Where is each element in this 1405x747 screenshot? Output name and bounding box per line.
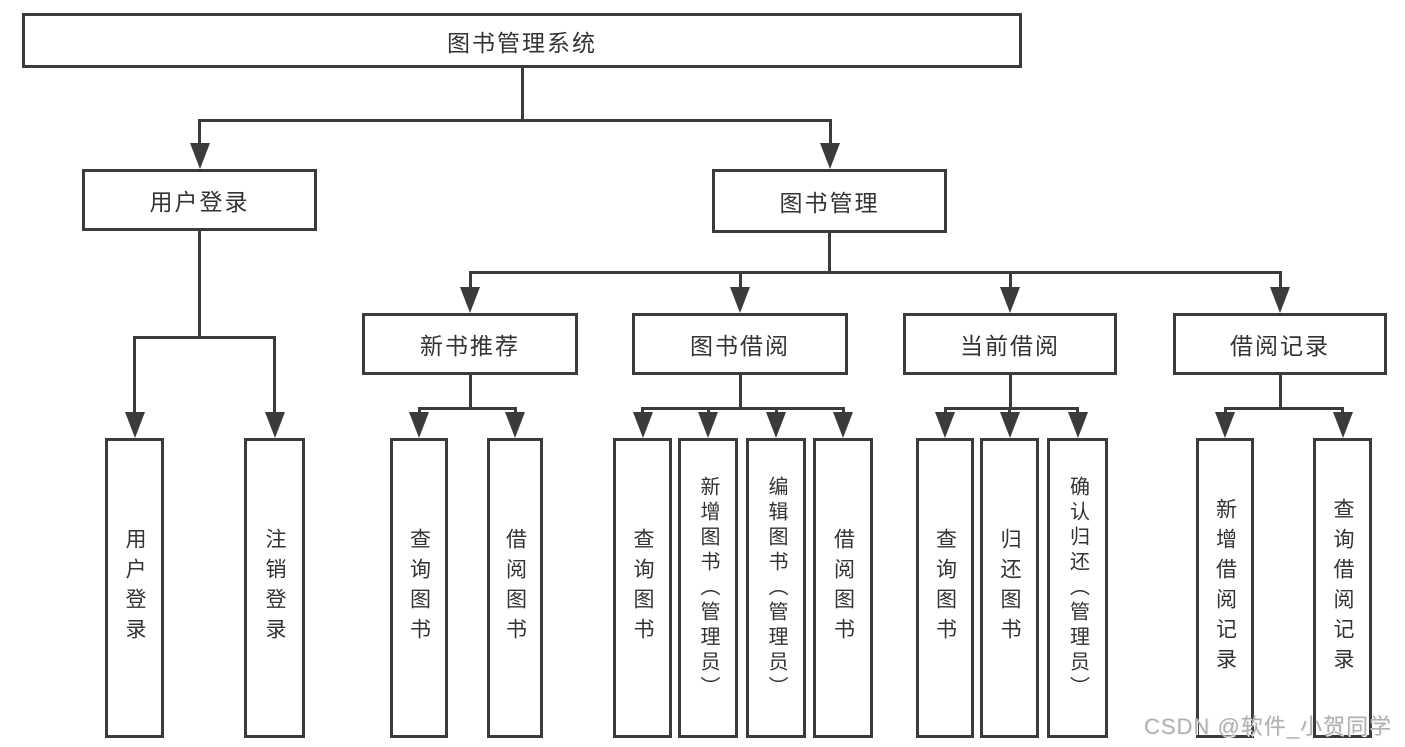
connector-line — [468, 272, 472, 295]
connector-line — [198, 118, 832, 122]
connector-line — [468, 375, 472, 408]
connector-line — [417, 406, 517, 410]
arrowhead-icon — [409, 412, 429, 438]
connector-line — [273, 337, 276, 420]
arrowhead-icon — [632, 412, 653, 438]
box-label: 新增借阅记录 — [1213, 498, 1237, 678]
box-leaf-query-borrow-record: 查询借阅记录 — [1313, 438, 1372, 738]
connector-line — [468, 270, 1282, 274]
arrowhead-icon — [833, 412, 853, 438]
arrowhead-icon — [505, 412, 525, 438]
box-label: 归还图书 — [998, 528, 1021, 648]
arrowhead-icon — [1215, 412, 1235, 438]
arrowhead-icon — [1067, 412, 1088, 438]
connector-line — [828, 233, 831, 272]
connector-line — [1278, 272, 1282, 295]
arrowhead-icon — [820, 143, 840, 169]
connector-line — [943, 406, 1079, 410]
arrowhead-icon — [935, 412, 955, 438]
arrowhead-icon — [730, 287, 750, 313]
arrowhead-icon — [124, 412, 145, 438]
connector-line — [641, 406, 845, 410]
arrowhead-icon — [1270, 287, 1290, 313]
box-label: 图书管理 — [779, 190, 880, 216]
box-label: 查询图书 — [407, 528, 431, 648]
box-label: 查询图书 — [631, 528, 654, 648]
box-user-login: 用户登录 — [82, 169, 317, 231]
box-label: 借阅图书 — [503, 528, 527, 648]
box-leaf-query-books-borrow: 查询图书 — [613, 438, 672, 738]
box-new-book-rec: 新书推荐 — [362, 313, 578, 375]
box-label: 新书推荐 — [420, 333, 520, 359]
box-leaf-add-borrow-record: 新增借阅记录 — [1196, 438, 1254, 738]
connector-line — [133, 337, 136, 420]
arrowhead-icon — [189, 143, 210, 169]
box-label: 用户登录 — [123, 528, 146, 648]
box-root: 图书管理系统 — [22, 13, 1022, 68]
box-book-borrow: 图书借阅 — [632, 313, 848, 375]
box-label: 查询图书 — [933, 528, 957, 648]
box-leaf-edit-books: 编辑图书（管理员） — [746, 438, 806, 738]
box-label: 图书管理系统 — [447, 29, 597, 56]
arrowhead-icon — [766, 412, 786, 438]
box-label: 借阅图书 — [831, 528, 855, 648]
connector-line — [520, 68, 524, 120]
arrowhead-icon — [1000, 287, 1020, 313]
arrowhead-icon — [264, 412, 285, 438]
box-borrow-records: 借阅记录 — [1173, 313, 1387, 375]
connector-line — [828, 120, 832, 151]
box-leaf-user-login: 用户登录 — [105, 438, 164, 738]
box-label: 图书借阅 — [690, 333, 790, 359]
box-book-mgmt: 图书管理 — [712, 169, 947, 233]
arrowhead-icon — [1332, 412, 1353, 438]
box-leaf-borrow-books: 借阅图书 — [813, 438, 873, 738]
box-leaf-query-books-current: 查询图书 — [916, 438, 974, 738]
box-leaf-add-books: 新增图书（管理员） — [678, 438, 738, 738]
box-label: 借阅记录 — [1230, 333, 1330, 359]
connector-line — [1008, 272, 1012, 295]
connector-line — [1008, 375, 1012, 408]
box-label: 当前借阅 — [960, 333, 1060, 359]
connector-line — [198, 231, 201, 337]
connector-line — [198, 120, 201, 151]
box-label: 用户登录 — [149, 189, 250, 215]
box-label: 注销登录 — [263, 528, 286, 648]
arrowhead-icon — [460, 287, 480, 313]
connector-line — [738, 375, 742, 408]
arrowhead-icon — [698, 412, 718, 438]
box-leaf-query-books-rec: 查询图书 — [390, 438, 448, 738]
box-label: 查询借阅记录 — [1331, 498, 1354, 678]
box-leaf-confirm-return: 确认归还（管理员） — [1047, 438, 1108, 738]
connector-line — [1278, 375, 1282, 408]
box-label: 确认归还（管理员） — [1066, 475, 1089, 701]
connector-line — [1223, 406, 1344, 410]
box-current-borrow: 当前借阅 — [903, 313, 1117, 375]
box-label: 编辑图书（管理员） — [765, 475, 787, 701]
box-leaf-borrow-books-rec: 借阅图书 — [487, 438, 543, 738]
watermark: CSDN @软件_小贺同学 — [1143, 714, 1392, 739]
box-leaf-return-books: 归还图书 — [980, 438, 1039, 738]
arrowhead-icon — [999, 412, 1020, 438]
box-leaf-logout: 注销登录 — [244, 438, 305, 738]
connector-line — [738, 272, 742, 295]
connector-line — [133, 335, 276, 339]
box-label: 新增图书（管理员） — [697, 475, 719, 701]
